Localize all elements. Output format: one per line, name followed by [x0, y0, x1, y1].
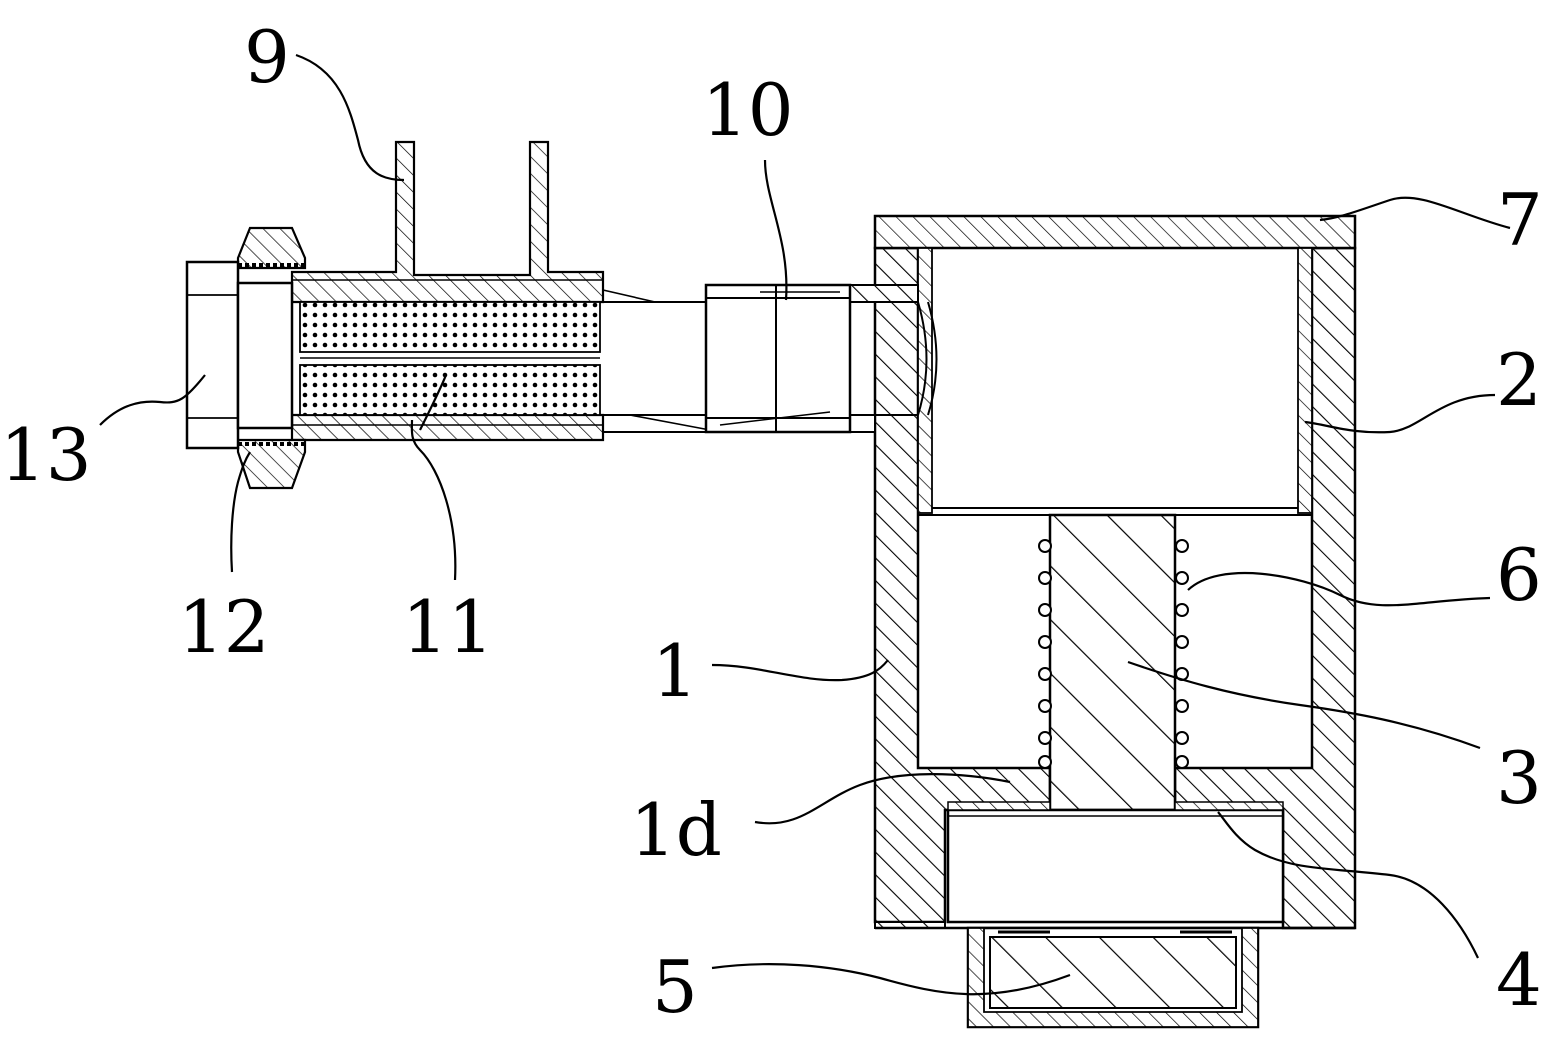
label-1: 1 [652, 629, 698, 713]
seat-4 [947, 801, 1284, 811]
label-11: 11 [402, 585, 494, 669]
leader-lines [99, 53, 1511, 996]
label-4: 4 [1496, 938, 1542, 1022]
label-12: 12 [178, 585, 270, 669]
cover-plate-7 [873, 214, 1357, 250]
inner-cup-2 [917, 247, 1313, 516]
label-9: 9 [244, 15, 290, 99]
label-6: 6 [1496, 533, 1542, 617]
label-10: 10 [702, 68, 794, 152]
housing-1 [873, 246, 1357, 930]
part-labels: 9 10 7 2 6 3 4 5 1d 1 13 12 11 [0, 15, 1543, 1029]
bottom-cap-5 [966, 926, 1260, 1029]
label-7: 7 [1497, 178, 1543, 262]
label-2: 2 [1496, 338, 1542, 422]
nut-12 [236, 226, 307, 490]
filter-11 [299, 301, 601, 416]
coupling-10 [704, 283, 852, 434]
spring-6 [1038, 539, 1189, 769]
plug-13 [185, 260, 294, 450]
label-1d: 1d [630, 788, 722, 872]
plunger-3 [1048, 513, 1177, 812]
label-3: 3 [1496, 736, 1542, 820]
label-5: 5 [652, 945, 698, 1029]
label-13: 13 [0, 413, 92, 497]
